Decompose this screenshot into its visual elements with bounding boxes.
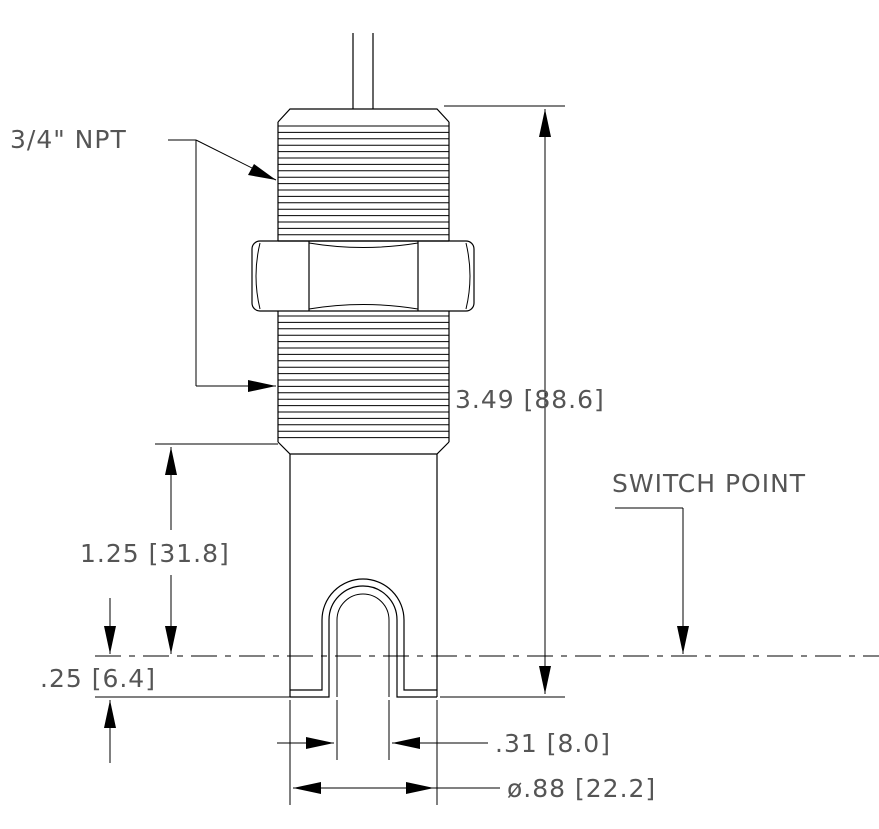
overall-length-label: 3.49 [88.6] xyxy=(455,385,605,414)
diameter-label: ø.88 [22.2] xyxy=(507,774,656,803)
thread-leader xyxy=(168,139,277,392)
switch-point-leader xyxy=(615,507,689,654)
upper-thread xyxy=(277,108,450,242)
extension-lines xyxy=(95,105,565,805)
switch-offset-dimension xyxy=(104,598,116,763)
stem-length-label: 1.25 [31.8] xyxy=(80,539,230,568)
stem-length-dimension xyxy=(165,447,177,654)
thread-label: 3/4" NPT xyxy=(10,125,127,154)
switch-point-label: SWITCH POINT xyxy=(612,469,806,498)
switch-offset-label: .25 [6.4] xyxy=(40,664,156,693)
cable-leads xyxy=(352,33,374,109)
slot-width-label: .31 [8.0] xyxy=(495,729,611,758)
probe-stem xyxy=(289,454,438,698)
slot-width-dimension xyxy=(277,737,488,749)
overall-length-dimension xyxy=(539,109,551,694)
hex-nut xyxy=(251,240,475,312)
diameter-dimension xyxy=(293,782,500,794)
lower-thread xyxy=(277,311,450,455)
